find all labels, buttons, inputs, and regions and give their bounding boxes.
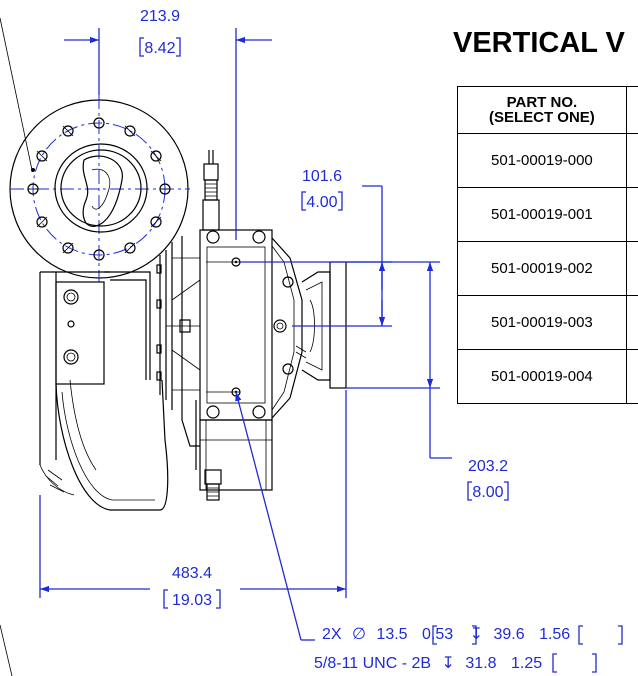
- callout-thread-depth-mm: 31.8: [465, 655, 496, 672]
- callout-thread: 5/8-11 UNC - 2B: [314, 655, 431, 672]
- left-leader-line: [0, 17, 33, 171]
- part-number: 501-00019-001: [457, 187, 627, 242]
- table-row: 501-00019-003: [457, 295, 638, 350]
- cover-plate: [199, 229, 303, 421]
- table-row: 501-00019-000: [457, 133, 638, 188]
- part-number: 501-00019-002: [457, 241, 627, 296]
- dim-flange-height-mm: 101.6: [302, 168, 342, 185]
- bearing-housing: [156, 236, 201, 447]
- callout-diameter-in: 0.53: [422, 626, 453, 643]
- part-number: 501-00019-004: [457, 349, 627, 404]
- part-number: 501-00019-003: [457, 295, 627, 350]
- dimension-top-width: 213.9 8.42: [64, 8, 272, 240]
- table-cell-extra: [625, 187, 638, 242]
- table-cell-extra: [625, 133, 638, 188]
- top-fitting: [202, 150, 220, 231]
- dim-top-width-in: 8.42: [144, 40, 175, 57]
- inlet-flange: [9, 95, 190, 282]
- dim-top-width-mm: 213.9: [140, 8, 180, 25]
- dim-outlet-height-mm: 203.2: [468, 458, 508, 475]
- table-cell-extra: [625, 295, 638, 350]
- dim-overall-width-in: 19.03: [172, 592, 212, 609]
- tapped-hole-callout: 2X ∅ 13.5 0.53 ↧ 39.6 1.56 5/8-11 UNC - …: [235, 391, 623, 673]
- table-cell-extra: [625, 241, 638, 296]
- callout-thread-depth-symbol: ↧: [442, 655, 455, 672]
- callout-count: 2X: [322, 626, 342, 643]
- drawing-title: VERTICAL V: [453, 27, 625, 59]
- table-cell-extra: [625, 349, 638, 404]
- svg-text:2X ∅ 13.5 0.: 2X ∅ 13.5 0.53 ↧ 39.6 1.56: [322, 626, 570, 643]
- table-row: 501-00019-001: [457, 187, 638, 242]
- table-header: PART NO.(SELECT ONE): [457, 86, 627, 134]
- svg-text:5/8-11 UNC - 2B ↧: 5/8-11 UNC - 2B ↧ 31.8 1.25: [314, 655, 542, 672]
- part-number-table: PART NO.(SELECT ONE) 501-00019-000 501-0…: [457, 86, 638, 404]
- dim-flange-height-in: 4.00: [306, 194, 337, 211]
- callout-diameter-symbol: ∅: [352, 626, 366, 643]
- table-row: 501-00019-002: [457, 241, 638, 296]
- callout-depth-in: 1.56: [539, 626, 570, 643]
- bottom-left-leader-line: [0, 624, 13, 676]
- lower-gearbox: [195, 400, 273, 501]
- table-header-row: PART NO.(SELECT ONE): [457, 86, 638, 134]
- pump-volute: [39, 271, 169, 511]
- dim-overall-width-mm: 483.4: [172, 565, 212, 582]
- dimension-outlet-height: 203.2 8.00: [346, 261, 509, 501]
- discharge-outlet: [295, 261, 347, 389]
- part-number: 501-00019-000: [457, 133, 627, 188]
- callout-depth-mm: 39.6: [493, 626, 524, 643]
- dimension-overall-width: 483.4 19.03: [39, 390, 347, 609]
- callout-thread-depth-in: 1.25: [511, 655, 542, 672]
- header-line-2: (SELECT ONE): [488, 109, 595, 126]
- callout-diameter-mm: 13.5: [376, 626, 407, 643]
- table-row: 501-00019-004: [457, 349, 638, 404]
- dimension-flange-height: 101.6 4.00: [240, 168, 392, 327]
- table-header-extra: [625, 86, 638, 134]
- header-line-1: PART NO.: [506, 94, 578, 111]
- dim-outlet-height-in: 8.00: [472, 484, 503, 501]
